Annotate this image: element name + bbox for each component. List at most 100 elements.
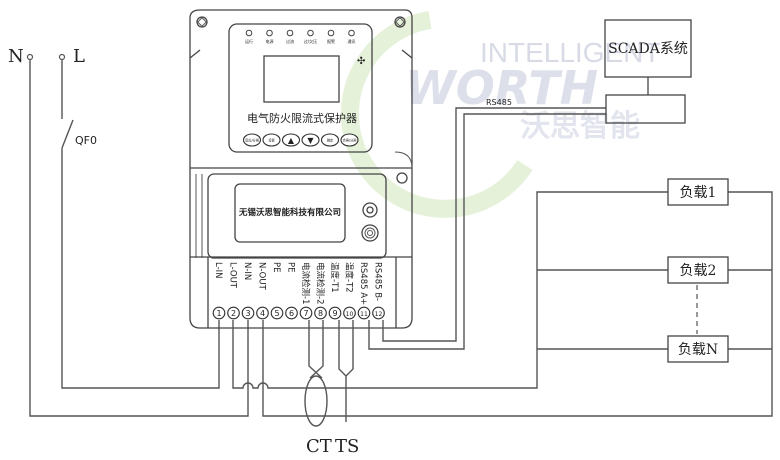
button-outline[interactable] (320, 133, 340, 147)
terminal-6[interactable]: 6 PE (285, 262, 298, 320)
sealing-screw-center (367, 230, 373, 236)
wire-ts-1 (338, 320, 347, 377)
terminal-4[interactable]: 4 N-OUT (256, 262, 269, 320)
terminal-label: PE (286, 262, 296, 273)
terminal-label: PE (271, 262, 281, 273)
terminal-2[interactable]: 2L-OUT (227, 262, 240, 320)
panel-button-6[interactable]: 合闸/分闸 (340, 133, 359, 147)
terminal-number: 8 (318, 309, 323, 318)
terminal-12[interactable]: 12 RS485 B- (372, 262, 385, 320)
terminal-number: 10 (346, 311, 354, 318)
wire-rs485-a (368, 113, 606, 350)
led-indicator-icon (286, 29, 294, 37)
terminal-screw-icon[interactable] (285, 306, 298, 320)
front-panel (228, 23, 373, 153)
watermark: INTELLIGENT WORTH 沃思智能 (341, 11, 660, 218)
button-label: 合闸/分闸 (343, 138, 357, 143)
terminal-label: RS485 B- (373, 262, 383, 301)
terminal-cover (207, 173, 387, 259)
nameplate (234, 183, 346, 243)
led-indicator-icon (348, 29, 355, 37)
led-label: 过流 (286, 38, 294, 44)
terminal-label: 温度-T1 (329, 262, 340, 293)
terminal-screw-icon[interactable] (270, 306, 284, 320)
terminal-screw-icon[interactable] (372, 306, 385, 320)
button-outline[interactable] (301, 133, 320, 147)
panel-button-4[interactable]: ▼ (301, 133, 320, 147)
arrow-up-icon: ▲ (288, 136, 295, 145)
watermark-line2: WORTH (405, 61, 598, 115)
button-label: 设置 (268, 138, 274, 143)
watermark-line3: 沃思智能 (520, 109, 640, 144)
terminal-label: L-IN (213, 262, 223, 279)
terminal-number: 4 (260, 309, 265, 318)
terminal-screw-icon[interactable] (314, 306, 327, 320)
panel-button-1[interactable]: 复位/分闸 (242, 133, 262, 147)
button-outline[interactable] (281, 133, 301, 147)
button-outline[interactable] (340, 133, 359, 147)
wire-neutral-out (262, 191, 773, 417)
led-indicator-icon (327, 29, 335, 37)
panel-button-2[interactable]: 设置 (262, 133, 281, 147)
rs485-label: RS485 (486, 98, 512, 107)
terminal-5[interactable]: 5PE (270, 262, 284, 320)
mounting-screw-icon (196, 16, 208, 28)
load-box (667, 178, 729, 206)
panel-button-3[interactable]: ▲ (281, 133, 301, 147)
terminal-screw-icon[interactable] (299, 306, 313, 320)
wire-line-in (61, 148, 220, 389)
terminal-number: 1 (216, 309, 221, 318)
terminal-screw-icon[interactable] (227, 306, 240, 320)
terminal-screw-icon[interactable] (357, 306, 371, 320)
terminal-screw-icon[interactable] (241, 306, 255, 320)
arrow-down-icon: ▼ (307, 136, 314, 145)
terminal-1[interactable]: 1 L-IN (212, 262, 226, 320)
lcd-display (263, 55, 340, 103)
button-outline[interactable] (262, 133, 281, 147)
scada-label: SCADA系统 (608, 41, 688, 57)
load-3: 负载N (667, 335, 729, 363)
sealing-screw-icon (362, 202, 378, 218)
terminal-label: RS485 A+ (358, 262, 368, 305)
button-outline[interactable] (242, 133, 262, 147)
ts-label: TS (335, 436, 359, 457)
led-indicator-icon (245, 29, 253, 37)
terminal-label: N-OUT (257, 262, 267, 291)
terminal-number: 12 (375, 311, 383, 318)
load-list: 负载1 负载2 负载N (667, 178, 729, 363)
housing-curve (394, 151, 413, 169)
load-label: 负载1 (680, 185, 717, 201)
terminal-screw-icon[interactable] (343, 306, 356, 320)
terminal-3[interactable]: 3N-IN (241, 262, 255, 320)
sensor-wiring: CT TS (304, 320, 359, 457)
neutral-label: N (8, 46, 24, 67)
neutral-terminal-icon (26, 53, 34, 61)
terminal-9[interactable]: 9温度-T1 (328, 262, 342, 320)
protector-device: 运行电源过流过/欠压报警通讯 ✣ 电气防火限流式保护器 复位/分闸设置▲▼确定合… (189, 9, 413, 329)
terminal-label: N-IN (242, 262, 252, 280)
seal-hole-icon (396, 172, 408, 184)
wire-ts-2 (345, 320, 354, 422)
device-name: 电气防火限流式保护器 (247, 111, 357, 125)
led-row: 运行电源过流过/欠压报警通讯 (245, 29, 356, 44)
terminal-screw-icon[interactable] (212, 306, 226, 320)
terminal-label: L-OUT (228, 262, 238, 289)
panel-button-5[interactable]: 确定 (320, 133, 340, 147)
load-label: 负载2 (680, 263, 717, 279)
terminal-number: 7 (303, 309, 308, 318)
terminal-screw-icon[interactable] (328, 306, 342, 320)
terminal-number: 6 (289, 309, 294, 318)
screw-slot (197, 17, 207, 27)
terminal-screw-icon[interactable] (256, 306, 269, 320)
led-label: 运行 (245, 38, 253, 44)
housing-edge (189, 49, 201, 59)
button-label: 确定 (327, 138, 334, 143)
button-label: 复位/分闸 (245, 138, 259, 143)
led-indicator-icon (307, 29, 314, 37)
load-wiring: 负载1 负载2 负载N (232, 178, 773, 417)
